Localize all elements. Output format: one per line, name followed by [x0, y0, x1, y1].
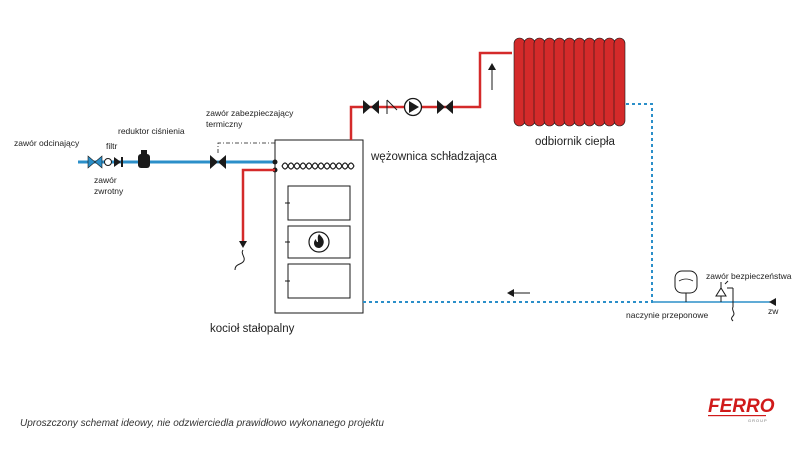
label-check-valve-1: zawór: [94, 175, 117, 185]
ferro-logo: FERRO: [708, 396, 775, 417]
flow-up-arrow-icon: [488, 63, 496, 90]
label-safety-valve: zawór bezpieczeństwa: [706, 271, 792, 281]
boiler-door-top: [287, 185, 351, 221]
label-thermal-valve-2: termiczny: [206, 119, 243, 129]
thermal-safety-valve-icon: [210, 155, 226, 169]
cooling-coil-icon: [281, 162, 355, 170]
safety-valve-icon: [715, 280, 734, 302]
ferro-logo-sub: GROUP: [748, 418, 768, 423]
supply-pipe: [349, 51, 512, 140]
boiler-door-bottom: [287, 263, 351, 299]
supply-shutoff-valve-right-icon: [437, 100, 453, 114]
supply-shutoff-valve-left-icon: [363, 100, 379, 114]
filter-icon: [104, 158, 112, 166]
label-heat-receiver: odbiornik ciepła: [535, 136, 616, 148]
return-flow-arrow-icon: [507, 289, 530, 297]
cold-water-inlet-arrow-icon: [769, 298, 776, 306]
flame-icon: [308, 231, 330, 253]
label-pressure-reducer: reduktor ciśnienia: [118, 126, 185, 136]
expansion-vessel-icon: [674, 270, 698, 294]
return-pipe: [363, 103, 653, 303]
label-expansion-vessel: naczynie przeponowe: [626, 310, 708, 320]
drain-outlet-icon: [234, 249, 245, 271]
label-check-valve-2: zwrotny: [94, 186, 124, 196]
drain-arrow-icon: [239, 241, 247, 248]
label-shutoff-valve: zawór odcinający: [14, 138, 80, 148]
disclaimer-note: Uproszczony schemat ideowy, nie odzwierc…: [20, 418, 384, 429]
circulation-pump-icon: [403, 97, 423, 117]
thermal-sensor-line: [217, 142, 283, 155]
label-boiler: kocioł stałopalny: [210, 323, 295, 335]
shutoff-valve-icon: [87, 155, 103, 169]
drain-pipe: [241, 168, 275, 245]
label-cold-water: zw: [768, 306, 779, 316]
safety-valve-outlet-icon: [731, 302, 735, 322]
supply-check-valve-icon: [386, 99, 398, 114]
pressure-reducer-icon: [138, 150, 150, 168]
coil-inlet-node: [272, 159, 278, 165]
label-thermal-valve-1: zawór zabezpieczający: [206, 108, 294, 118]
ferro-logo-underline: [708, 415, 766, 417]
radiator-icon: [513, 37, 626, 127]
label-filter: filtr: [106, 141, 118, 151]
label-cooling-coil: wężownica schładzająca: [370, 151, 498, 163]
check-valve-icon: [114, 157, 123, 167]
